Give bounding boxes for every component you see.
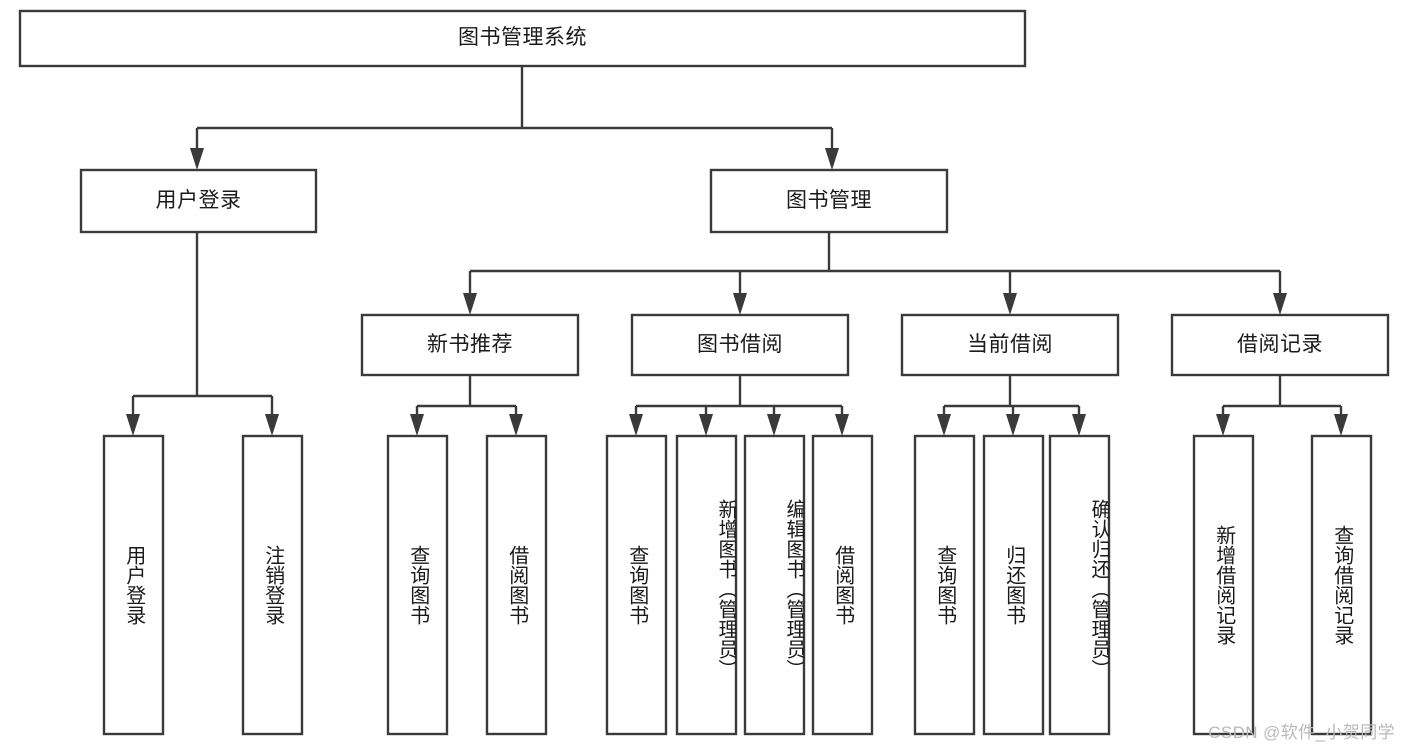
connector-root-to-level2 [190,66,839,170]
arrow-head-leaf-add-book-admin [699,414,713,436]
arrow-head-new-book-recommend [463,293,477,315]
arrow-head-leaf-edit-book-admin [767,414,781,436]
arrow-head-current-borrow [1003,293,1017,315]
node-label-book-management: 图书管理 [786,188,872,212]
arrow-head-user-login [190,148,204,170]
leaf-label-logout: 注销登录 [261,545,284,625]
leaf-label-add-borrow-record: 新增借阅记录 [1212,525,1235,645]
arrow-head-leaf-confirm-return-admin [1072,414,1086,436]
leaf-box-user-login[interactable] [102,434,165,736]
node-box-current-borrow[interactable] [900,313,1120,377]
node-box-user-login[interactable] [79,168,318,234]
connector-newbook-to-leaves [410,375,523,436]
arrow-head-book-borrow [733,293,747,315]
connector-borrowrecord-to-leaves [1216,375,1348,436]
leaf-label-user-login: 用户登录 [122,545,145,625]
node-label-new-book-recommend: 新书推荐 [427,332,513,356]
leaf-box-confirm-return-admin[interactable] [1048,434,1111,736]
connector-userlogin-to-leaves [126,232,279,436]
arrow-head-leaf-query-book-current [937,414,951,436]
leaf-box-query-book-current[interactable] [913,434,976,736]
arrow-head-leaf-add-borrow-record [1216,414,1230,436]
leaf-box-borrow-book[interactable] [811,434,874,736]
node-label-book-borrow: 图书借阅 [697,332,783,356]
leaf-box-add-book-admin[interactable] [675,434,738,736]
leaf-box-logout[interactable] [241,434,304,736]
node-box-root[interactable] [18,9,1027,68]
leaf-box-query-borrow-record[interactable] [1310,434,1373,736]
arrow-head-borrow-record [1273,293,1287,315]
connector-bookmgmt-to-level3 [463,232,1287,315]
connector-currentborrow-to-leaves [937,375,1086,436]
arrow-head-leaf-return-book [1006,414,1020,436]
arrow-head-leaf-query-book-borrow [629,414,643,436]
arrow-head-leaf-logout [265,414,279,436]
node-label-borrow-record: 借阅记录 [1237,332,1323,356]
arrow-head-leaf-query-book-recommend [410,414,424,436]
leaf-box-return-book[interactable] [982,434,1045,736]
node-label-user-login: 用户登录 [155,188,242,212]
arrow-head-leaf-query-borrow-record [1334,414,1348,436]
leaf-label-edit-book-admin: 编辑图书（管理员） [783,499,804,679]
arrow-head-book-management [825,148,839,170]
leaf-label-query-book-current: 查询图书 [933,545,956,625]
arrow-head-leaf-borrow-book-recommend [509,414,523,436]
leaf-box-borrow-book-recommend[interactable] [485,434,548,736]
leaf-box-add-borrow-record[interactable] [1192,434,1255,736]
leaf-label-query-book-borrow: 查询图书 [625,545,648,625]
leaf-label-query-book-recommend: 查询图书 [406,545,429,625]
csdn-watermark: CSDN @软件_小贺同学 [1208,723,1395,742]
arrow-head-leaf-borrow-book [835,414,849,436]
arrow-head-leaf-user-login [126,414,140,436]
leaf-box-query-book-recommend[interactable] [386,434,449,736]
leaf-box-edit-book-admin[interactable] [743,434,806,736]
leaf-label-borrow-book: 借阅图书 [831,545,854,625]
leaf-box-query-book-borrow[interactable] [605,434,668,736]
leaf-label-query-borrow-record: 查询借阅记录 [1330,525,1353,645]
node-box-new-book-recommend[interactable] [360,313,580,377]
leaf-label-borrow-book-recommend: 借阅图书 [505,545,528,625]
leaf-label-confirm-return-admin: 确认归还（管理员） [1088,499,1109,679]
node-label-root: 图书管理系统 [458,26,587,50]
leaf-label-add-book-admin: 新增图书（管理员） [715,499,736,679]
node-label-current-borrow: 当前借阅 [967,332,1053,356]
leaf-label-return-book: 归还图书 [1002,545,1025,625]
connector-bookborrow-to-leaves [629,375,849,436]
